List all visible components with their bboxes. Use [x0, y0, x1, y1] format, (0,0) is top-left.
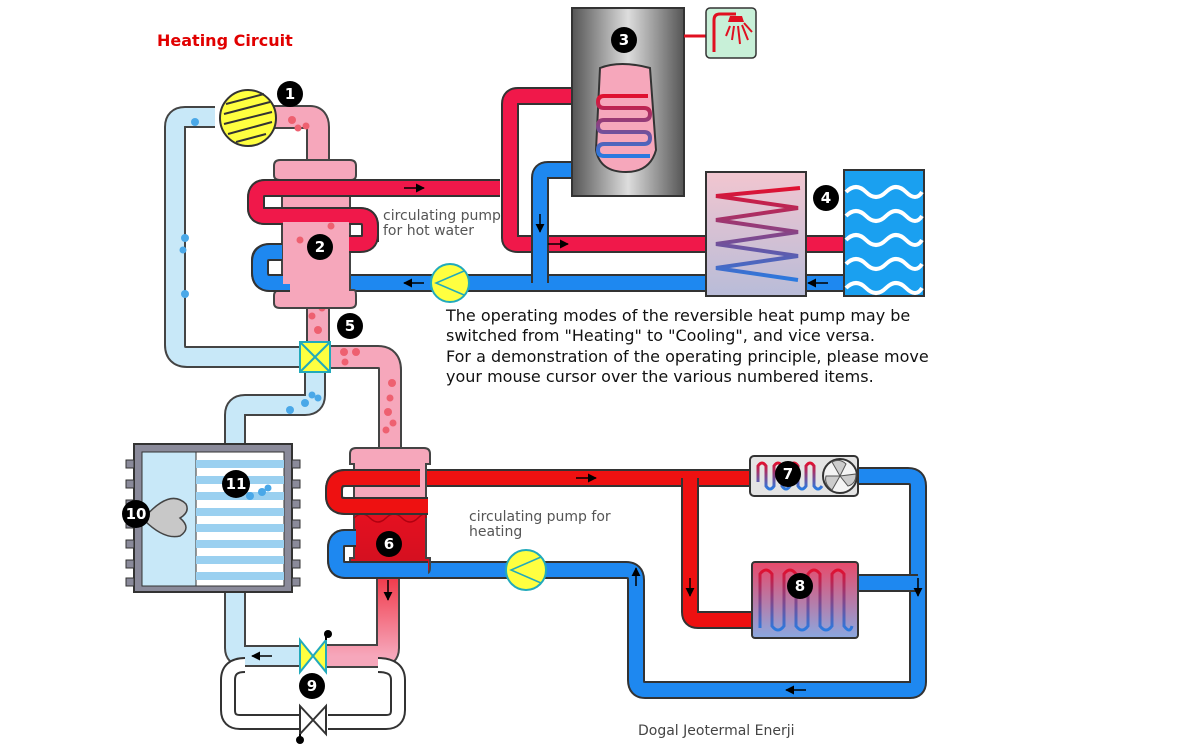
expansion-valve[interactable]: [296, 630, 332, 744]
heating-pump[interactable]: [505, 549, 547, 591]
hot-water-tank[interactable]: [571, 7, 706, 197]
badge-10[interactable]: 10: [122, 500, 150, 528]
four-way-valve[interactable]: [299, 341, 331, 373]
hx2-bubble: [327, 222, 335, 230]
credit-text: Dogal Jeotermal Enerji: [638, 723, 795, 739]
badge-9[interactable]: 9: [299, 673, 325, 699]
diagram-title: Heating Circuit: [157, 31, 293, 50]
condenser-return: [329, 531, 428, 577]
badge-6[interactable]: 6: [376, 531, 402, 557]
shower-icon: [705, 7, 757, 59]
hx2-return: [253, 245, 290, 290]
radiator[interactable]: [751, 561, 859, 639]
svg-text:4: 4: [821, 189, 831, 207]
svg-text:5: 5: [345, 317, 355, 335]
fan-coil[interactable]: [749, 455, 859, 497]
description-line1: The operating modes of the reversible he…: [445, 306, 910, 325]
description-line3: For a demonstration of the operating pri…: [446, 347, 929, 366]
badge-7[interactable]: 7: [775, 461, 801, 487]
svg-text:11: 11: [226, 475, 247, 493]
outdoor-fan[interactable]: [143, 497, 188, 538]
description-line2: switched from "Heating" to "Cooling", an…: [446, 326, 875, 345]
heating-pump-label-line1: circulating pump for: [469, 509, 611, 525]
pool-heat-exchanger[interactable]: [843, 169, 925, 297]
heating-pump-label-line2: heating: [469, 524, 522, 540]
svg-text:10: 10: [126, 505, 147, 523]
badge-5[interactable]: 5: [337, 313, 363, 339]
badge-3[interactable]: 3: [611, 27, 637, 53]
badge-1[interactable]: 1: [277, 81, 303, 107]
hx2-bubble: [296, 236, 304, 244]
hot-water-pump-label-line2: for hot water: [383, 223, 474, 239]
svg-text:8: 8: [795, 577, 805, 595]
refrigerant-loop: [164, 105, 406, 730]
svg-text:2: 2: [315, 238, 325, 256]
condenser-coil: [327, 471, 428, 513]
hot-water-pump-label-line1: circulating pump: [383, 208, 501, 224]
hx2-coil: [249, 181, 377, 251]
badge-4[interactable]: 4: [813, 185, 839, 211]
svg-text:6: 6: [384, 535, 394, 553]
svg-text:7: 7: [783, 465, 793, 483]
svg-text:3: 3: [619, 31, 629, 49]
hot-water-pump[interactable]: [430, 263, 470, 303]
svg-text:1: 1: [285, 85, 295, 103]
number-badges: 1 2 3 4 5 6 7 8 9 10 11: [122, 27, 839, 699]
pool-heat-exchanger-coil[interactable]: [705, 171, 807, 297]
badge-2[interactable]: 2: [307, 234, 333, 260]
badge-8[interactable]: 8: [787, 573, 813, 599]
compressor[interactable]: [219, 89, 277, 147]
badge-11[interactable]: 11: [222, 470, 250, 498]
svg-text:9: 9: [307, 677, 317, 695]
description-line4: your mouse cursor over the various numbe…: [446, 367, 874, 386]
